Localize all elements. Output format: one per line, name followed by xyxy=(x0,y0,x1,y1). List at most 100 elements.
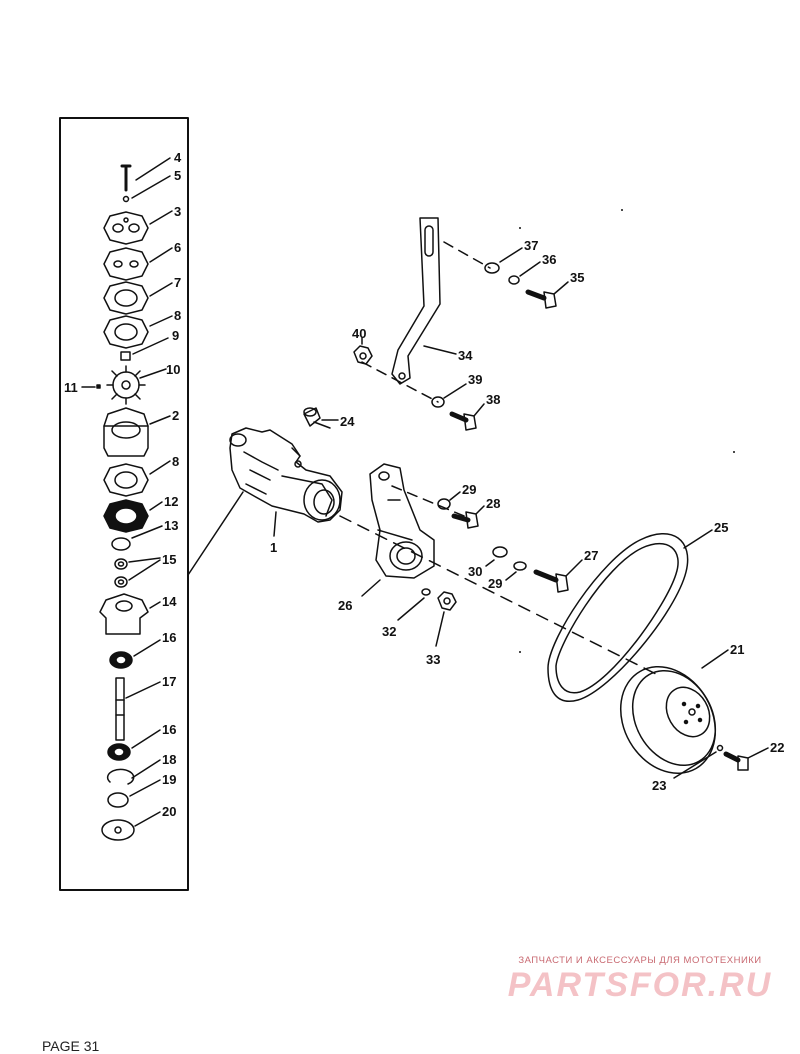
leader-15a xyxy=(128,557,161,563)
part-30-washer xyxy=(492,546,508,558)
leader-39 xyxy=(443,383,467,399)
callout-15: 15 xyxy=(162,552,176,567)
leader-6 xyxy=(149,247,173,263)
leader-16a xyxy=(133,639,161,657)
leader-15b xyxy=(128,559,161,581)
leader-13 xyxy=(131,525,163,539)
watermark-logo: PARTSFOR.RU xyxy=(507,966,773,1004)
leader-8b xyxy=(149,460,171,475)
callout-23: 23 xyxy=(652,778,666,793)
leader-5 xyxy=(131,175,171,199)
leader-34 xyxy=(423,345,457,355)
part-29-washer-lower xyxy=(513,561,527,571)
leader-1 xyxy=(273,511,277,537)
part-2-housing xyxy=(103,407,149,457)
leader-26 xyxy=(361,579,381,597)
part-36-lockwasher xyxy=(508,275,520,285)
part-38-bolt xyxy=(449,411,477,431)
leader-22 xyxy=(747,747,769,759)
callout-6: 6 xyxy=(174,240,181,255)
callout-28: 28 xyxy=(486,496,500,511)
leader-9 xyxy=(132,337,169,355)
callout-20: 20 xyxy=(162,804,176,819)
callout-14: 14 xyxy=(162,594,177,609)
callout-4: 4 xyxy=(174,150,182,165)
speck xyxy=(519,227,521,229)
callout-40: 40 xyxy=(352,326,366,341)
leader-20 xyxy=(134,811,161,827)
part-10-impeller xyxy=(106,365,146,405)
callout-8a: 8 xyxy=(174,308,181,323)
callout-39: 39 xyxy=(468,372,482,387)
callout-35: 35 xyxy=(570,270,584,285)
part-16-bearing-upper xyxy=(109,651,133,669)
callout-7: 7 xyxy=(174,275,181,290)
callout-34: 34 xyxy=(458,348,473,363)
callout-27: 27 xyxy=(584,548,598,563)
callout-17: 17 xyxy=(162,674,176,689)
part-7-plate xyxy=(103,281,149,315)
page-number: PAGE 31 xyxy=(42,1038,100,1054)
callout-22: 22 xyxy=(770,740,784,755)
part-33-nut xyxy=(437,591,457,611)
leader-4 xyxy=(135,157,171,181)
part-32-lockwasher xyxy=(421,588,431,596)
part-35-bolt xyxy=(525,289,557,309)
callout-box-to-pump xyxy=(187,491,244,576)
leader-12 xyxy=(149,501,163,511)
centerline-bracket-bottom xyxy=(361,361,439,403)
speck xyxy=(519,651,521,653)
leader-37 xyxy=(499,247,523,263)
part-4-screw xyxy=(120,164,132,192)
callout-21: 21 xyxy=(730,642,744,657)
leader-8a xyxy=(149,315,173,327)
leader-18 xyxy=(131,759,161,779)
part-17-shaft xyxy=(115,677,125,741)
part-27-bolt xyxy=(533,569,569,593)
callout-19: 19 xyxy=(162,772,176,787)
callout-16b: 16 xyxy=(162,722,176,737)
callout-38: 38 xyxy=(486,392,500,407)
part-15-seals xyxy=(114,558,128,588)
leader-2 xyxy=(149,415,171,425)
leader-17 xyxy=(125,681,161,699)
leader-30 xyxy=(485,559,495,567)
callout-33: 33 xyxy=(426,652,440,667)
part-3-cover xyxy=(103,211,149,245)
part-21-pulley xyxy=(619,665,717,775)
leader-33 xyxy=(435,611,445,647)
centerline-main xyxy=(339,515,661,677)
callout-1: 1 xyxy=(270,540,277,555)
callout-10: 10 xyxy=(166,362,180,377)
speck xyxy=(733,451,735,453)
centerline-bracket-top xyxy=(443,241,491,269)
part-25-drive-belt xyxy=(547,533,689,702)
part-6-gasket xyxy=(103,247,149,281)
leader-7 xyxy=(149,282,173,297)
leader-16b xyxy=(131,729,161,749)
callout-32: 32 xyxy=(382,624,396,639)
leader-23 xyxy=(673,751,717,779)
leader-29a xyxy=(449,491,461,501)
callout-18: 18 xyxy=(162,752,176,767)
callout-25: 25 xyxy=(714,520,728,535)
part-20-hub xyxy=(101,819,135,841)
part-8-gasket-lower xyxy=(103,463,149,497)
leader-38 xyxy=(473,403,485,417)
part-39-washer xyxy=(431,396,445,408)
part-40-nut xyxy=(353,345,373,365)
leader-28 xyxy=(475,505,485,515)
part-26-mount-bracket xyxy=(369,463,435,579)
leader-29b xyxy=(505,571,517,581)
callout-2: 2 xyxy=(172,408,179,423)
part-11-pin xyxy=(96,384,101,389)
part-14-bearing-housing xyxy=(99,593,149,635)
callout-26: 26 xyxy=(338,598,352,613)
callout-37: 37 xyxy=(524,238,538,253)
leader-10 xyxy=(139,368,167,379)
part-18-snap-ring xyxy=(106,768,135,785)
callout-12: 12 xyxy=(164,494,178,509)
callout-30: 30 xyxy=(468,564,482,579)
part-34-adjust-bracket xyxy=(391,217,441,385)
